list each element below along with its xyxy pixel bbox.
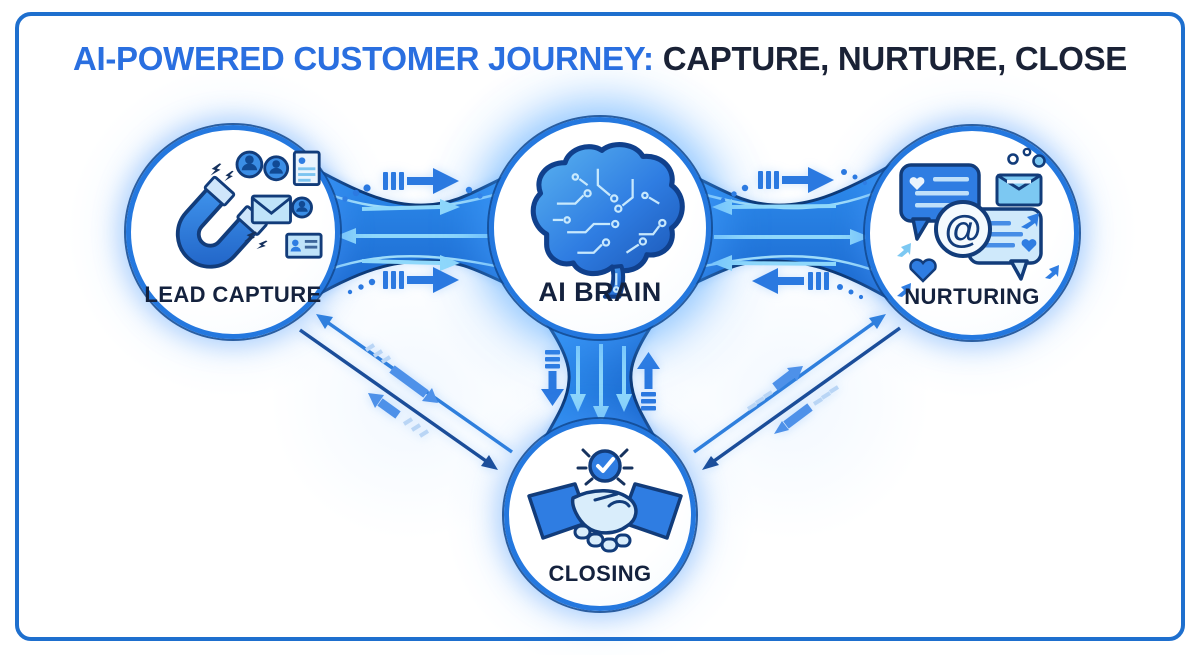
flow-arrows — [336, 199, 488, 271]
hearts-and-arrows — [897, 243, 1059, 297]
circuit-traces — [552, 168, 667, 293]
node-label-closing: CLOSING — [548, 561, 652, 586]
at-badge: @ — [934, 200, 992, 258]
trail-capture-brain-bottom — [347, 267, 459, 295]
trail-brain-nurture-bottom — [752, 268, 864, 300]
arrow-brain-to-closing-down — [541, 350, 564, 406]
magnet-icon — [175, 150, 323, 269]
node-ai-brain: AI BRAIN — [489, 117, 711, 339]
trail-brain-nurture-top — [720, 167, 868, 203]
envelope-icon — [995, 147, 1046, 207]
flow-arrows — [712, 199, 870, 271]
arrow-closing-to-brain-up — [637, 352, 660, 411]
at-symbol: @ — [944, 209, 981, 251]
mini-arrow-capture-to-closing — [364, 343, 438, 403]
chat-bubble-light — [967, 207, 1043, 281]
link-nurturing-closing — [692, 314, 902, 470]
page-title-secondary: CAPTURE, NURTURE, CLOSE — [662, 40, 1128, 77]
node-closing: CLOSING — [504, 419, 696, 611]
magnet-body — [175, 175, 268, 269]
lead-document-icon — [292, 150, 321, 186]
handshake-check-icon — [527, 448, 683, 553]
node-label-lead-capture: LEAD CAPTURE — [144, 282, 322, 307]
flow-capture-to-brain — [298, 157, 517, 308]
brain-outline — [530, 142, 685, 277]
node-lead-capture: LEAD CAPTURE — [126, 125, 340, 339]
lead-idcard-icon — [285, 232, 323, 259]
lightning-bolts — [210, 163, 268, 250]
check-badge — [576, 448, 634, 486]
node-label-ai-brain: AI BRAIN — [538, 277, 662, 307]
handshake — [527, 482, 683, 553]
link-capture-closing — [298, 314, 514, 470]
circuit-brain-icon — [530, 142, 685, 299]
trail-capture-brain-top — [331, 168, 494, 209]
node-label-nurturing: NURTURING — [904, 284, 1040, 309]
mini-arrow-nurturing-to-closing — [774, 385, 840, 434]
chat-email-at-icon: @ — [897, 147, 1059, 297]
mini-arrow-closing-to-capture — [368, 393, 430, 438]
flow-arrows — [570, 344, 632, 424]
page-title: AI-POWERED CUSTOMER JOURNEY:CAPTURE, NUR… — [0, 40, 1200, 78]
lead-avatar-icons — [235, 150, 313, 219]
lead-envelope-icon — [250, 194, 292, 225]
mini-arrow-closing-to-nurturing — [746, 366, 803, 411]
node-nurturing: @ NURTURING — [865, 126, 1079, 340]
page-title-primary: AI-POWERED CUSTOMER JOURNEY: — [72, 40, 654, 77]
